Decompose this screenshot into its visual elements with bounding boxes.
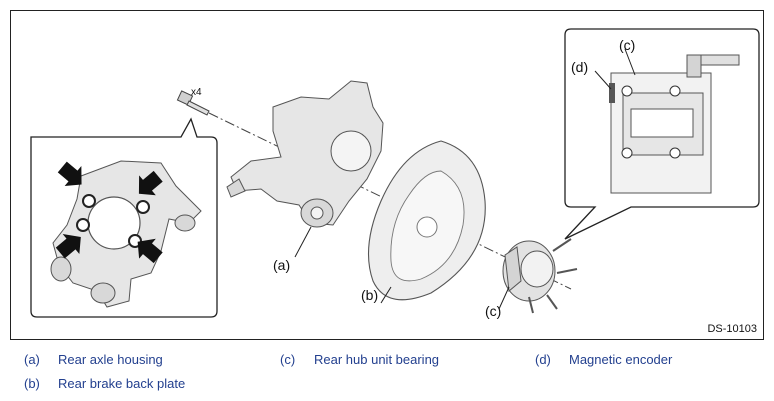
- bearing-detail-inset: [564, 28, 760, 240]
- legend-item-d: (d) Magnetic encoder: [535, 352, 672, 367]
- legend-text: Rear axle housing: [58, 352, 163, 367]
- legend-item-a: (a) Rear axle housing: [24, 352, 163, 367]
- diagram-artwork: [30, 28, 760, 318]
- callout-c-main: (c): [485, 303, 502, 319]
- legend-item-c: (c) Rear hub unit bearing: [280, 352, 439, 367]
- legend-tag: (b): [24, 376, 40, 391]
- exploded-diagram-figure: x4 (a) (b) (c) (c) (d) DS-10103: [10, 10, 764, 340]
- rear-axle-housing-part: [226, 80, 384, 258]
- rear-hub-unit-bearing-part: [498, 238, 578, 314]
- legend-tag: (c): [280, 352, 296, 367]
- legend-tag: (a): [24, 352, 40, 367]
- legend-text: Magnetic encoder: [569, 352, 673, 367]
- bolt-location-inset: [30, 117, 218, 318]
- callout-a: (a): [273, 257, 291, 273]
- bolt-part: [176, 90, 210, 116]
- legend-tag: (d): [535, 352, 551, 367]
- legend-text: Rear brake back plate: [58, 376, 186, 391]
- bolt-quantity-label: x4: [191, 87, 202, 98]
- callout-b: (b): [361, 287, 379, 303]
- legend-item-b: (b) Rear brake back plate: [24, 376, 185, 391]
- rear-brake-back-plate-part: [367, 140, 486, 304]
- legend-text: Rear hub unit bearing: [314, 352, 440, 367]
- figure-code: DS-10103: [707, 323, 757, 335]
- callout-d-detail: (d): [571, 59, 589, 75]
- parts-legend: (a) Rear axle housing (b) Rear brake back …: [0, 344, 774, 401]
- callout-c-detail: (c): [619, 37, 636, 53]
